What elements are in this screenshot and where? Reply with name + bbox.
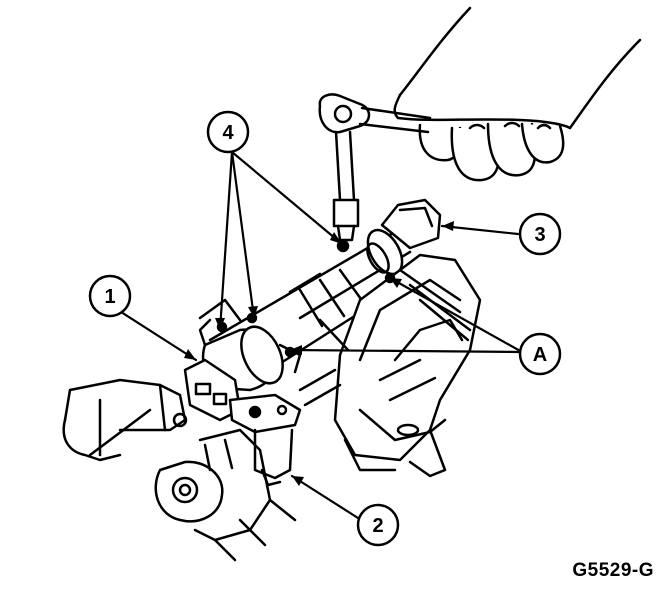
figure-id: G5529-G	[572, 560, 654, 581]
leader-lines	[116, 150, 524, 520]
callout-a-label: A	[533, 344, 547, 366]
callout-1: 1	[88, 274, 132, 318]
lower-housing	[183, 298, 302, 487]
callout-3: 3	[518, 212, 562, 256]
callout-2-label: 2	[372, 515, 383, 537]
callout-2: 2	[356, 503, 400, 547]
callout-4: 4	[206, 110, 250, 154]
callout-a: A	[518, 332, 562, 376]
hand-with-ratchet	[318, 6, 642, 242]
left-linkage	[62, 378, 297, 562]
callout-1-label: 1	[104, 286, 115, 308]
steering-column-tube	[208, 198, 442, 377]
callout-4-label: 4	[222, 122, 234, 144]
callout-3-label: 3	[534, 224, 545, 246]
leader-arrowheads	[184, 221, 454, 486]
mounting-bracket	[298, 253, 482, 478]
